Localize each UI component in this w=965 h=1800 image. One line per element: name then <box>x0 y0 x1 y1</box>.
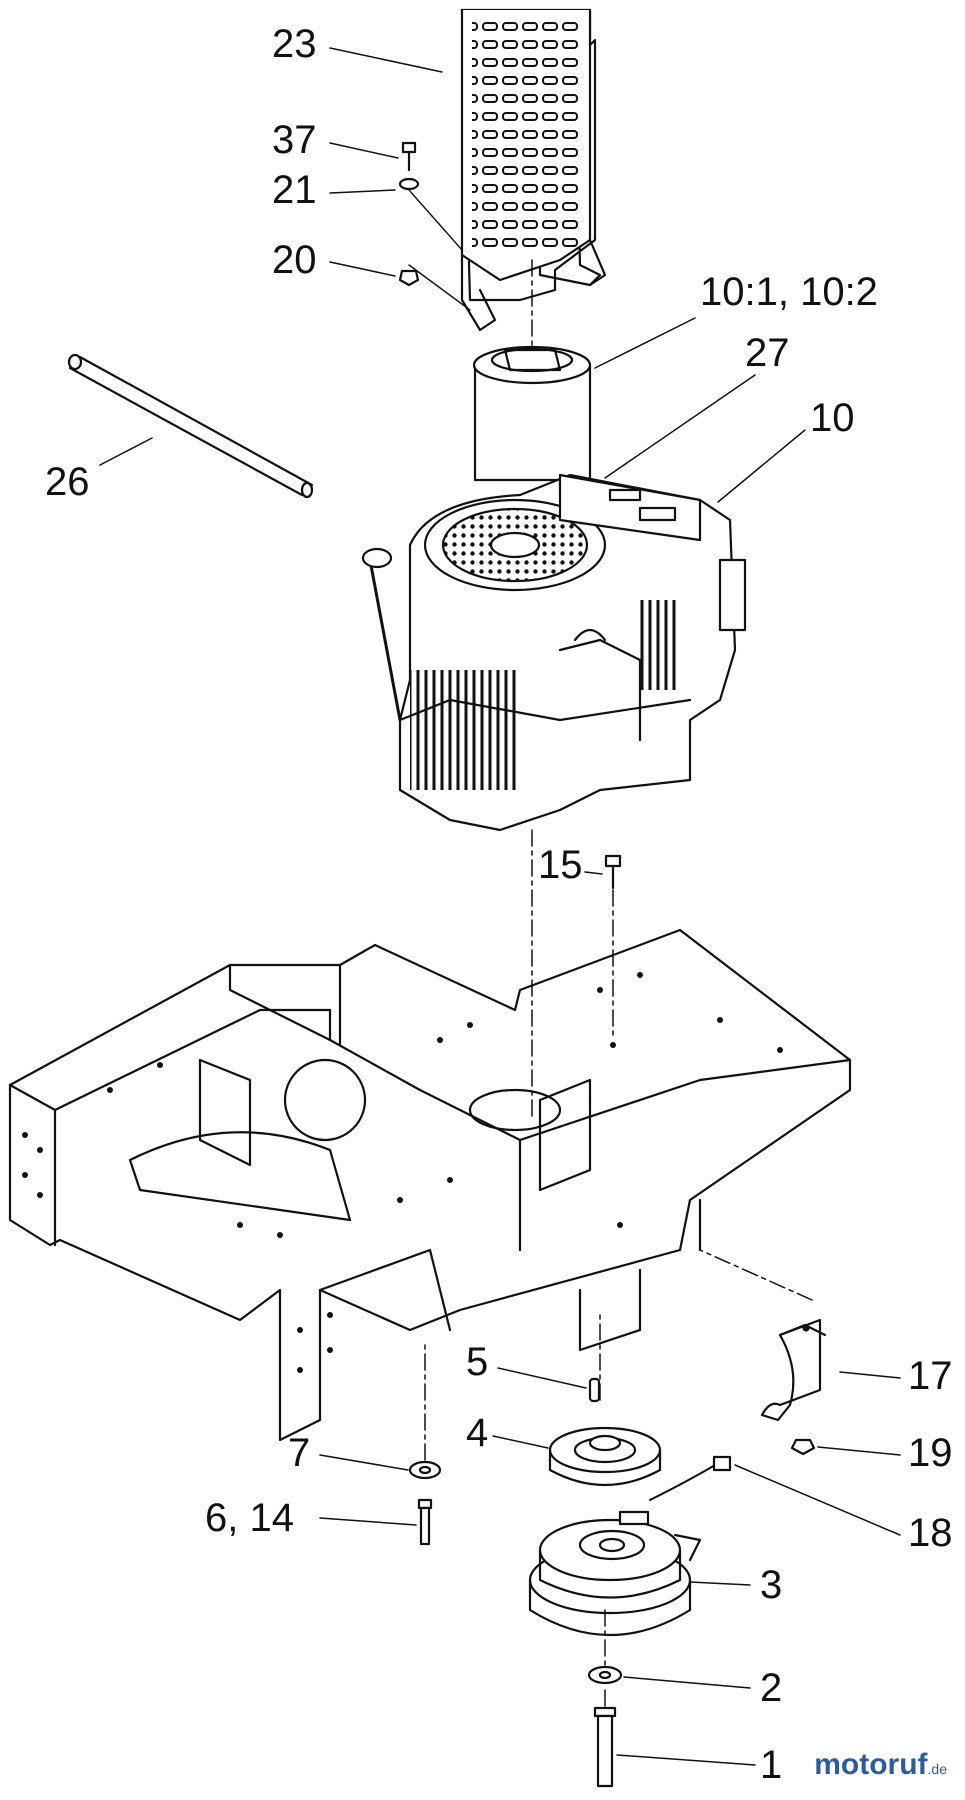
key-part-5 <box>588 1377 601 1403</box>
callout-10-1-10-2: 10:1, 10:2 <box>700 270 878 314</box>
callout-7: 7 <box>288 1431 311 1475</box>
watermark-logo: motoruf.de <box>814 1748 947 1782</box>
callout-19: 19 <box>908 1431 953 1475</box>
connector-part-18 <box>649 1455 732 1501</box>
callout-15: 15 <box>538 843 583 887</box>
callout-2: 2 <box>760 1666 783 1710</box>
callout-21: 21 <box>272 168 317 212</box>
engine-part-10 <box>361 473 747 832</box>
callout-leaders <box>99 47 901 1766</box>
callout-6-14: 6, 14 <box>205 1496 294 1540</box>
washer-part-21 <box>398 177 420 191</box>
washer-part-2 <box>587 1665 623 1685</box>
bracket-part-17 <box>760 1318 827 1422</box>
air-filter-part-10-1 <box>472 345 592 482</box>
callout-27: 27 <box>745 331 790 375</box>
callout-4: 4 <box>466 1411 489 1455</box>
washer-part-7 <box>408 1460 442 1480</box>
bolt-part-6-14 <box>417 1498 433 1546</box>
heat-shield-part-23 <box>460 8 607 332</box>
rod-part-26 <box>67 353 314 499</box>
clutch-part-3 <box>528 1510 702 1637</box>
assembly-centerlines <box>424 259 813 1709</box>
mower-frame <box>8 928 852 1442</box>
callout-3: 3 <box>760 1563 783 1607</box>
callout-26: 26 <box>45 460 90 504</box>
callout-17: 17 <box>908 1354 953 1398</box>
pulley-part-4 <box>548 1426 662 1486</box>
watermark-tld: .de <box>927 1761 947 1777</box>
nut-part-20 <box>398 269 420 287</box>
callout-1: 1 <box>760 1743 783 1787</box>
bolt-part-37 <box>401 141 417 172</box>
bolt-part-1 <box>593 1706 617 1788</box>
watermark-brand: motoruf <box>814 1748 928 1781</box>
callout-37: 37 <box>272 118 317 162</box>
callout-18: 18 <box>908 1511 953 1555</box>
callout-23: 23 <box>272 22 317 66</box>
bolt-part-15 <box>604 854 622 890</box>
nut-part-19 <box>790 1438 816 1456</box>
callout-20: 20 <box>272 238 317 282</box>
callout-10: 10 <box>810 396 855 440</box>
callout-5: 5 <box>466 1340 489 1384</box>
